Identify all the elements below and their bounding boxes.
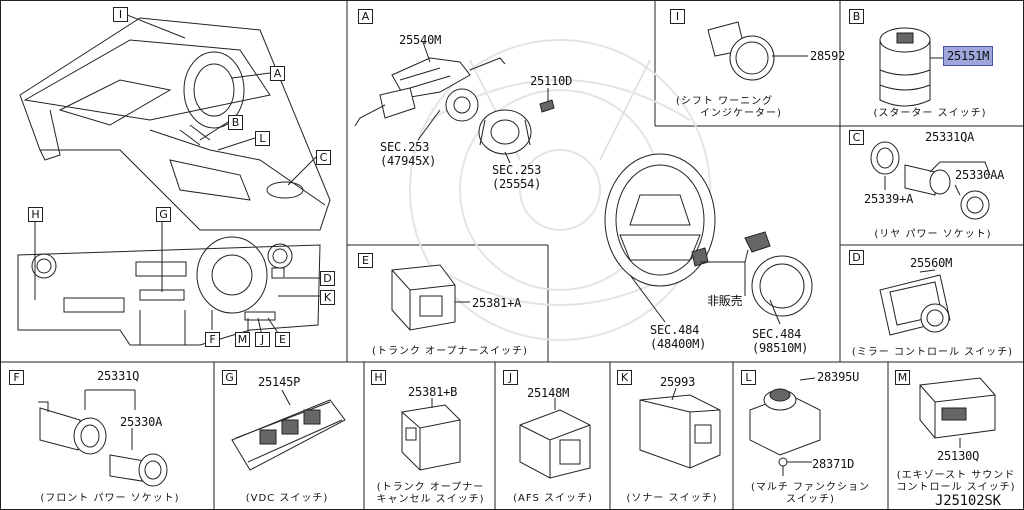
sec-484-ref-48400m: (48400M): [650, 337, 707, 351]
vdc-switch-panel-illustration: [231, 399, 346, 471]
part-number-25560m[interactable]: 25560M: [910, 256, 953, 270]
caption-trunk-cancel-switch-1: (トランク オープナー: [376, 482, 485, 493]
part-number-25145p[interactable]: 25145P: [258, 375, 301, 389]
part-number-25381b[interactable]: 25381+B: [408, 385, 458, 399]
panel-tag-a: A: [358, 9, 373, 24]
part-number-25330aa[interactable]: 25330AA: [955, 168, 1005, 182]
sec-253-label-1[interactable]: SEC.253: [380, 140, 430, 154]
sec-484-label-2[interactable]: SEC.484: [752, 327, 802, 341]
overview-tag-i[interactable]: I: [113, 7, 128, 22]
caption-starter-switch: (スターター スイッチ): [873, 108, 987, 119]
dashboard-overview-illustration: [19, 17, 331, 231]
overview-tag-c[interactable]: C: [316, 150, 331, 165]
shift-warning-indicator-illustration: [707, 21, 775, 81]
caption-vdc-switch: (VDC スイッチ): [245, 493, 329, 504]
caption-shift-warning-2: インジケーター): [700, 108, 782, 119]
overview-tag-k[interactable]: K: [320, 290, 335, 305]
overview-tag-j[interactable]: J: [255, 332, 270, 347]
overview-tag-g[interactable]: G: [156, 207, 171, 222]
part-number-25151m[interactable]: 25151M: [942, 46, 994, 66]
exhaust-sound-switch-illustration: [919, 377, 996, 439]
panel-tag-b: B: [849, 9, 864, 24]
overview-tag-h[interactable]: H: [28, 207, 43, 222]
panel-tag-k: K: [617, 370, 632, 385]
overview-tag-d[interactable]: D: [320, 271, 335, 286]
caption-front-power-socket: (フロント パワー ソケット): [40, 493, 180, 504]
overview-tag-b[interactable]: B: [228, 115, 243, 130]
not-for-sale-label: 非販売: [707, 294, 743, 308]
part-number-25130q[interactable]: 25130Q: [937, 449, 980, 463]
starter-switch-illustration: [879, 27, 931, 107]
caption-sonar-switch: (ソナー スイッチ): [626, 493, 718, 504]
sec-484-label-1[interactable]: SEC.484: [650, 323, 700, 337]
overview-tag-l[interactable]: L: [255, 131, 270, 146]
caption-exhaust-sound-switch-2: コントロール スイッチ): [896, 482, 1016, 493]
caption-rear-power-socket: (リヤ パワー ソケット): [874, 229, 992, 240]
panel-tag-i: I: [670, 9, 685, 24]
panel-tag-l: L: [741, 370, 756, 385]
panel-tag-g: G: [222, 370, 237, 385]
dash-front-view-illustration: [17, 236, 321, 346]
caption-multi-function-switch-2: スイッチ): [786, 494, 835, 505]
part-number-28592[interactable]: 28592: [810, 49, 846, 63]
trunk-opener-switch-illustration: [391, 264, 456, 331]
overview-tag-a[interactable]: A: [270, 66, 285, 81]
caption-mirror-control-switch: (ミラー コントロール スイッチ): [851, 347, 1014, 358]
part-number-25540m[interactable]: 25540M: [399, 33, 442, 47]
part-number-25330a[interactable]: 25330A: [120, 415, 163, 429]
caption-multi-function-switch-1: (マルチ ファンクション: [750, 482, 871, 493]
panel-tag-h: H: [371, 370, 386, 385]
panel-tag-f: F: [9, 370, 24, 385]
part-number-25381a[interactable]: 25381+A: [472, 296, 522, 310]
sec-253-ref-25554: (25554): [492, 177, 542, 191]
overview-tag-m[interactable]: M: [235, 332, 250, 347]
panel-tag-j: J: [503, 370, 518, 385]
sonar-switch-illustration: [639, 394, 721, 469]
caption-afs-switch: (AFS スイッチ): [513, 493, 593, 504]
sec-484-ref-98510m: (98510M): [752, 341, 809, 355]
part-number-25331qa[interactable]: 25331QA: [925, 130, 975, 144]
panel-tag-m: M: [895, 370, 910, 385]
drawing-code: J25102SK: [935, 493, 1001, 509]
sec-253-ref-47945x: (47945X): [380, 154, 437, 168]
overview-tag-e[interactable]: E: [275, 332, 290, 347]
caption-shift-warning-1: (シフト ワーニング: [676, 96, 774, 107]
panel-tag-c: C: [849, 130, 864, 145]
mirror-control-switch-illustration: [879, 274, 951, 336]
caption-trunk-opener-switch: (トランク オープナースイッチ): [372, 346, 528, 357]
part-number-25339a[interactable]: 25339+A: [864, 192, 914, 206]
caption-exhaust-sound-switch-1: (エキゾースト サウンド: [896, 470, 1016, 481]
part-number-25110d[interactable]: 25110D: [530, 74, 573, 88]
part-number-28371d[interactable]: 28371D: [812, 457, 855, 471]
trunk-cancel-switch-illustration: [401, 404, 461, 471]
overview-tag-f[interactable]: F: [205, 332, 220, 347]
part-number-25148m[interactable]: 25148M: [527, 386, 570, 400]
part-number-25993[interactable]: 25993: [660, 375, 696, 389]
panel-tag-d: D: [849, 250, 864, 265]
afs-switch-illustration: [519, 409, 591, 479]
multi-function-switch-illustration: [749, 388, 821, 476]
panel-tag-e: E: [358, 253, 373, 268]
caption-trunk-cancel-switch-2: キャンセル スイッチ): [376, 494, 485, 505]
sec-253-label-2[interactable]: SEC.253: [492, 163, 542, 177]
part-number-25331q[interactable]: 25331Q: [97, 369, 140, 383]
part-number-28395u[interactable]: 28395U: [817, 370, 860, 384]
